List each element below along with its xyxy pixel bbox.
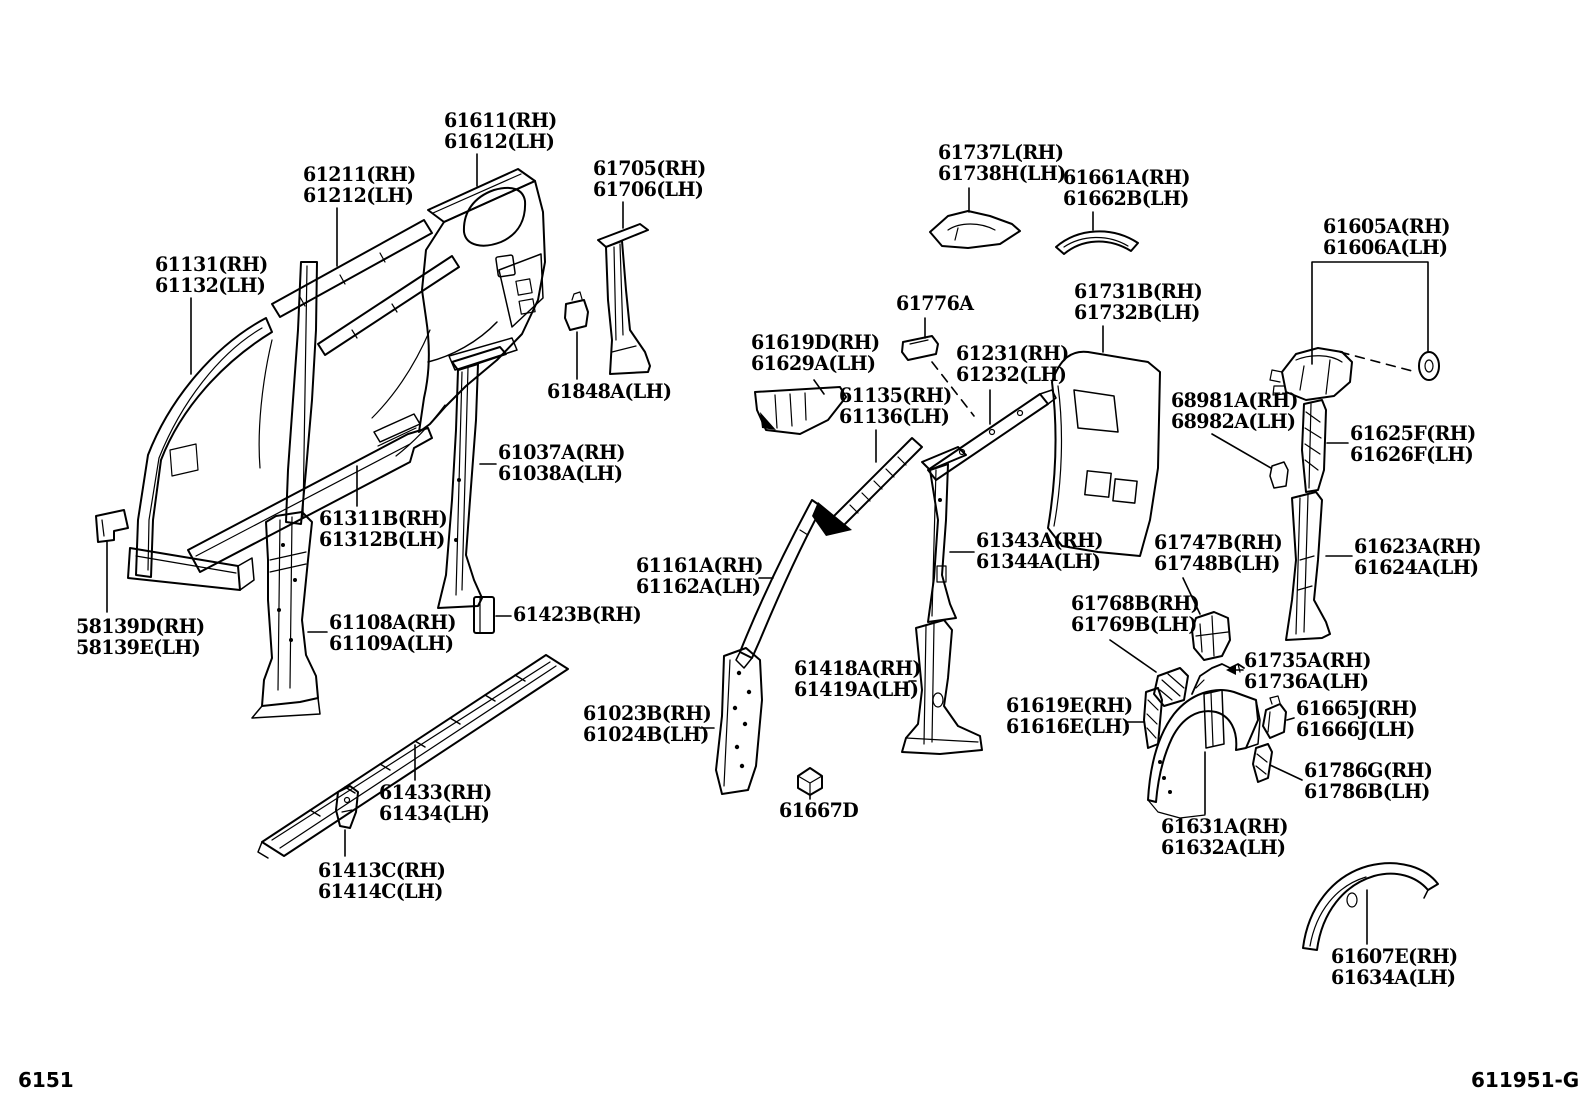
part-label-61705: 61705(RH) 61706(LH) [593,156,706,201]
part-rocker-inner [187,413,433,573]
part-label-61611: 61611(RH) 61612(LH) [444,108,557,153]
part-quarter-panel-outer [371,168,546,457]
part-wheelhouse-61631a [1147,689,1261,819]
part-label-61667d: 61667D [779,798,859,822]
part-clip-61848a [564,291,589,331]
part-label-61619d: 61619D(RH) 61629A(LH) [751,330,880,375]
part-plate-61423b [473,596,495,634]
part-quarter-pillar-lower-61623a [1285,491,1331,641]
part-center-pillar-outer [597,223,651,375]
part-arc-reinforcement-61661a [1055,230,1139,255]
part-label-61211: 61211(RH) 61212(LH) [303,162,416,207]
part-label-61625f: 61625F(RH) 61626F(LH) [1350,421,1476,466]
part-label-61619e: 61619E(RH) 61616E(LH) [1006,693,1133,738]
part-bracket-61737l [929,210,1021,249]
part-label-61631a: 61631A(RH) 61632A(LH) [1161,814,1288,859]
part-clip-61776a [901,335,939,361]
part-quarter-panel-inner [1047,350,1161,557]
part-label-61607e: 61607E(RH) 61634A(LH) [1331,944,1458,989]
part-windshield-pillar-outer [735,499,823,669]
part-label-61023b: 61023B(RH) 61024B(LH) [583,701,712,746]
part-label-61311b: 61311B(RH) 61312B(LH) [319,506,448,551]
part-support-61605a [1269,347,1440,401]
part-label-61231: 61231(RH) 61232(LH) [956,341,1069,386]
part-windshield-rail-inner [812,437,923,536]
part-gusset-61768b [1153,667,1189,707]
part-label-61413c: 61413C(RH) 61414C(LH) [318,858,446,903]
part-body-side-inner-panel [127,261,318,591]
part-center-pillar-inner [437,346,507,609]
part-label-61108a: 61108A(RH) 61109A(LH) [329,610,456,655]
part-wheel-arch-61607e [1302,862,1439,951]
part-center-body-pillar-lower [901,619,983,755]
part-quarter-lock-pillar [921,446,967,623]
part-clip-68981a [1269,461,1289,489]
part-bracket-61747b [1191,611,1231,661]
part-label-61161a: 61161A(RH) 61162A(LH) [636,553,763,598]
part-center-pillar-inner-lower [251,511,321,719]
part-rocker-outer [257,654,569,859]
part-label-61848a: 61848A(LH) [547,379,672,403]
part-label-61747b: 61747B(RH) 61748B(LH) [1154,530,1283,575]
part-bracket-61413c [335,785,359,829]
part-label-61786g: 61786G(RH) 61786B(LH) [1304,758,1433,803]
part-label-61037a: 61037A(RH) 61038A(LH) [498,440,625,485]
part-label-61776a: 61776A [896,291,974,315]
part-cowl-side-61619d [754,386,847,435]
part-label-58139d: 58139D(RH) 58139E(LH) [76,614,205,659]
part-label-61665j: 61665J(RH) 61666J(LH) [1296,696,1418,741]
part-hook-bracket-58139d [95,509,129,543]
figure-code: 611951-G [1471,1068,1580,1092]
part-strip-61786g [1252,743,1273,783]
leader-lines [106,153,1429,945]
part-clip-61665j [1262,695,1287,739]
part-cowl-side-panel-61023b [715,647,763,795]
part-label-61768b: 61768B(RH) 61769B(LH) [1071,591,1200,636]
part-label-61623a: 61623A(RH) 61624A(LH) [1354,534,1481,579]
part-roof-side-rail-outer [271,219,460,356]
part-label-61605a: 61605A(RH) 61606A(LH) [1323,214,1450,259]
part-label-61731b: 61731B(RH) 61732B(LH) [1074,279,1203,324]
part-strip-61625f [1301,399,1327,493]
part-label-61661a: 61661A(RH) 61662B(LH) [1063,165,1190,210]
part-label-61135: 61135(RH) 61136(LH) [839,383,952,428]
part-label-61418a: 61418A(RH) 61419A(LH) [794,656,921,701]
part-label-61433: 61433(RH) 61434(LH) [379,780,492,825]
page-code: 6151 [18,1068,74,1092]
part-label-68981a: 68981A(RH) 68982A(LH) [1171,388,1298,433]
part-plug-61667d [797,767,823,796]
part-label-61343a: 61343A(RH) 61344A(LH) [976,528,1103,573]
part-label-61423b: 61423B(RH) [513,602,642,626]
part-label-61735a: 61735A(RH) 61736A(LH) [1244,648,1371,693]
part-label-61737l: 61737L(RH) 61738H(LH) [938,140,1066,185]
part-label-61131: 61131(RH) 61132(LH) [155,252,268,297]
